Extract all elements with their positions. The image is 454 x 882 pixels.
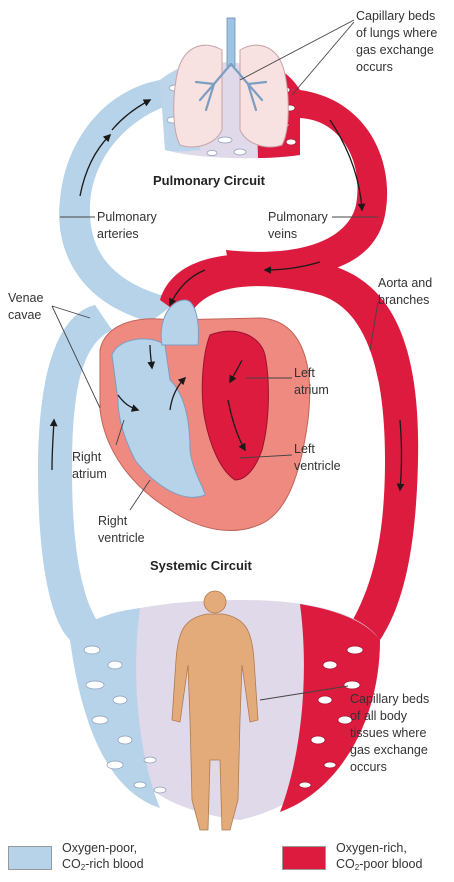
label-venae-cavae: Venae cavae (8, 291, 47, 322)
swatch-oxygen-poor (8, 846, 52, 870)
legend-oxygen-rich: Oxygen-rich, CO2-poor blood (282, 840, 422, 880)
legend-oxygen-poor: Oxygen-poor, CO2-rich blood (8, 840, 144, 880)
heart (100, 300, 310, 531)
label-capillary-lungs: Capillary beds of lungs where gas exchan… (356, 9, 441, 74)
label-aorta: Aorta and branches (378, 276, 436, 307)
label-pulmonary-veins: Pulmonary veins (268, 210, 331, 241)
legend-text-oxygen-rich: Oxygen-rich, CO2-poor blood (336, 840, 422, 876)
label-capillary-body: Capillary beds of all body tissues where… (350, 692, 433, 774)
swatch-oxygen-rich (282, 846, 326, 870)
circulation-diagram: Pulmonary Circuit Systemic Circuit Capil… (0, 0, 454, 840)
pulmonary-arteries-vessel (59, 80, 180, 322)
label-right-atrium: Right atrium (72, 450, 107, 481)
label-right-ventricle: Right ventricle (98, 514, 145, 545)
pulmonary-circuit-title: Pulmonary Circuit (153, 173, 266, 188)
label-pulmonary-arteries: Pulmonary arteries (97, 210, 160, 241)
legend-text-oxygen-poor: Oxygen-poor, CO2-rich blood (62, 840, 144, 876)
systemic-circuit-title: Systemic Circuit (150, 558, 253, 573)
